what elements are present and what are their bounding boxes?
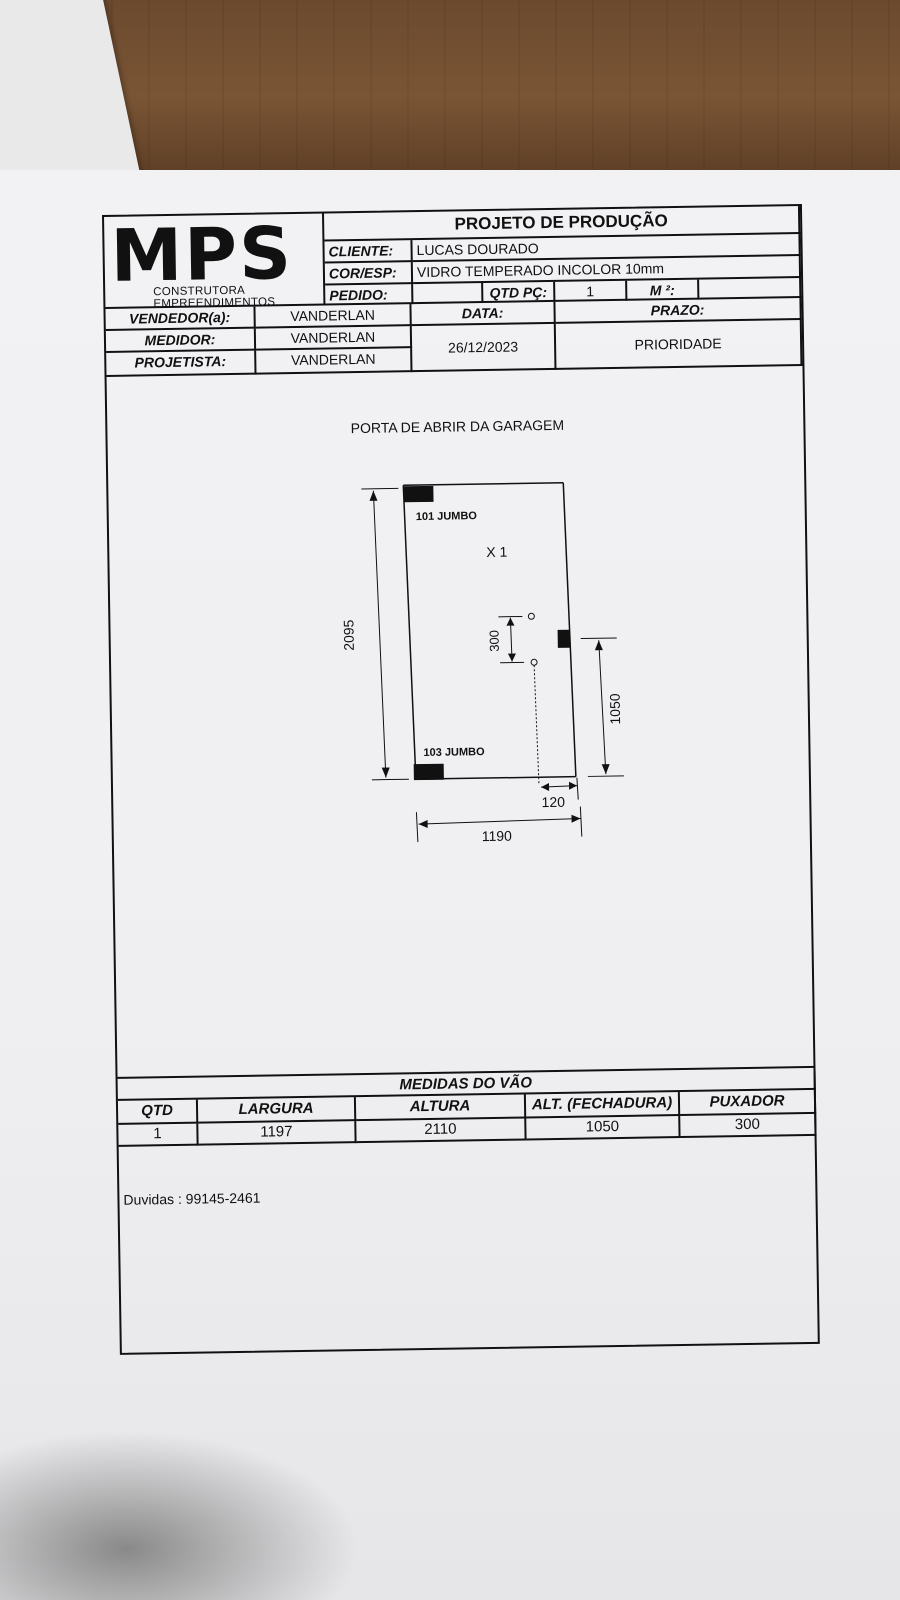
header-altura: ALTURA [355,1094,527,1122]
cell-largura: 1197 [198,1121,357,1146]
pedido-label: PEDIDO: [325,284,414,306]
handle-hole-bottom [530,658,538,666]
cliente-label: CLIENTE: [324,240,413,264]
width-dim-label: 1190 [482,828,513,844]
data-label: DATA: [411,301,556,327]
lock-block [557,629,570,648]
cor-label: COR/ESP: [324,262,414,286]
drawing-caption: PORTA DE ABRIR DA GARAGEM [351,417,565,436]
projetista-value: VANDERLAN [256,348,413,375]
cell-alt-fechadura: 1050 [526,1116,681,1141]
medidor-value: VANDERLAN [255,326,413,351]
lock-offset-dim-label: 120 [541,794,565,810]
quantity-mark: X 1 [486,544,507,560]
company-logo: MPS CONSTRUTORA EMPREENDIMENTOS [104,211,326,310]
lock-offset-dimension [541,777,579,800]
drawing-svg: PORTA DE ABRIR DA GARAGEM 101 JUMBO 103 … [340,417,624,844]
pedido-value [413,283,484,305]
medidor-label: MEDIDOR: [105,328,257,353]
vendedor-value: VANDERLAN [255,304,412,329]
hand-shadow [0,1430,360,1600]
header-puxador: PUXADOR [679,1089,817,1117]
bottom-hardware-label: 103 JUMBO [423,746,485,759]
form-header: MPS CONSTRUTORA EMPREENDIMENTOS PROJETO … [104,206,803,377]
cell-qtd: 1 [118,1123,199,1147]
height-dimension [361,487,409,781]
production-form: MPS CONSTRUTORA EMPREENDIMENTOS PROJETO … [102,204,820,1355]
cell-altura: 2110 [356,1118,527,1144]
height-dim-label: 2095 [340,619,356,651]
header-largura: LARGURA [197,1097,357,1124]
vendedor-label: VENDEDOR(a): [105,306,256,331]
cell-puxador: 300 [680,1113,817,1139]
handle-dim-label: 300 [487,630,502,652]
contact-note: Duvidas : 99145-2461 [123,1189,261,1208]
header-qtd: QTD [117,1099,199,1125]
wood-table-background [0,0,900,175]
projetista-label: PROJETISTA: [106,350,257,377]
lock-height-dimension [580,637,624,777]
header-alt-fechadura: ALT. (FECHADURA) [525,1092,681,1119]
handle-dimension [498,615,525,664]
qtd-pc-value: 1 [555,280,628,302]
top-hinge-block [403,485,434,503]
lock-height-dim-label: 1050 [607,693,623,725]
data-value: 26/12/2023 [411,323,557,373]
bottom-hinge-block [413,763,444,781]
qtd-pc-label: QTD PÇ: [483,281,556,304]
top-hardware-label: 101 JUMBO [416,510,478,523]
width-dimension [415,806,583,843]
door-drawing: PORTA DE ABRIR DA GARAGEM 101 JUMBO 103 … [107,366,814,1077]
handle-dotted-guide [533,665,540,786]
handle-hole-top [527,612,535,620]
m2-value [699,278,802,300]
prazo-value: PRIORIDADE [555,320,803,370]
paper-sheet [0,170,900,1600]
m2-label: M ²: [627,279,700,301]
logo-mark: MPS [109,211,294,298]
medidas-table: MEDIDAS DO VÃO QTD LARGURA ALTURA ALT. (… [117,1065,817,1187]
